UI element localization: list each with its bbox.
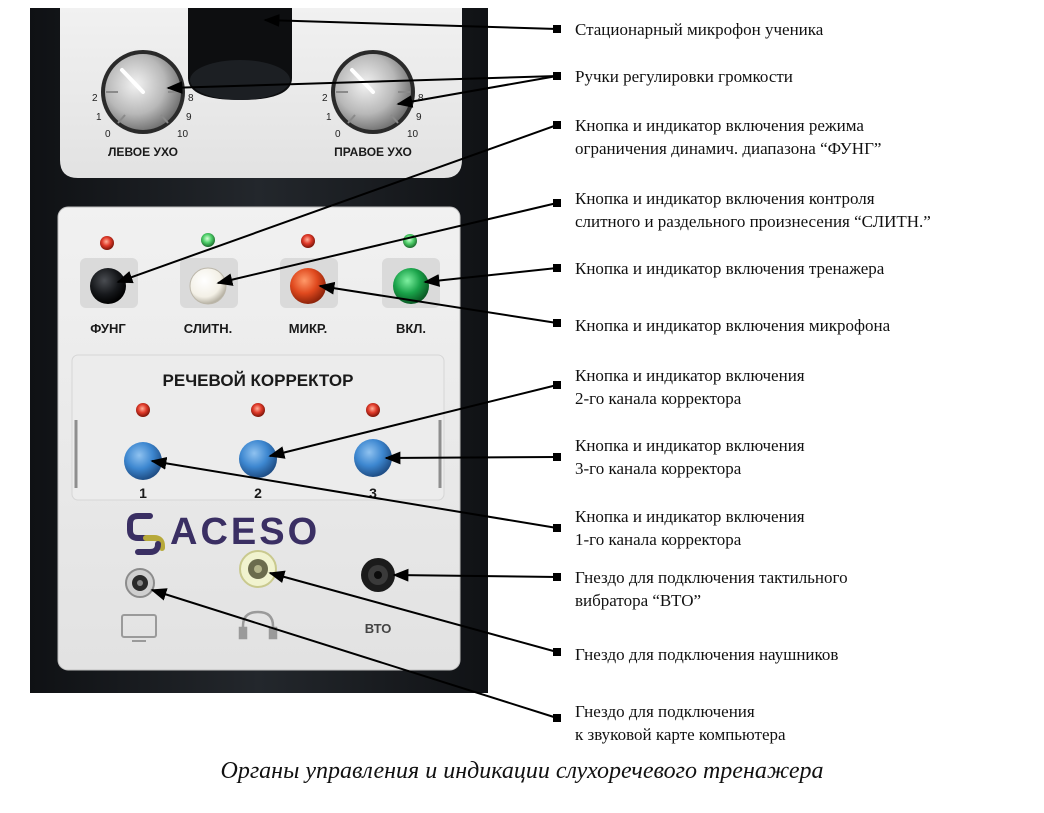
dial-tick: 8 [418,93,424,104]
slitn-button[interactable] [189,267,227,305]
leader-line-vkl [423,267,558,287]
vkl-button[interactable] [393,268,429,304]
annotation-channel-3: Кнопка и индикатор включения 3-го канала… [575,436,805,478]
left-volume-knob[interactable] [101,50,185,134]
leader-line-volume-right [396,75,558,108]
annotation-headphones-jack: Гнездо для подключения наушников [575,645,839,664]
channel-2-button[interactable] [239,440,277,478]
aceso-logo-text: ACESO [170,511,320,553]
aceso-logo-mark [127,513,165,555]
annotation-computer-jack: Гнездо для подключения к звуковой карте … [575,702,786,744]
leader-line-microphone [263,14,558,30]
annotation-vto-jack: Гнездо для подключения тактильного вибра… [575,568,848,610]
channel-3-label: 3 [369,485,377,501]
dial-tick: 0 [335,129,341,140]
vkl-label: ВКЛ. [396,321,426,336]
mikr-button[interactable] [290,268,326,304]
annotation-volume-knobs: Ручки регулировки громкости [575,67,793,86]
dial-tick: 0 [105,129,111,140]
dial-tick: 8 [188,93,194,104]
led-fung [100,236,114,250]
annotation-microphone: Стационарный микрофон ученика [575,20,824,39]
leader-line-mikr [318,281,558,324]
led-channel-3 [366,403,380,417]
led-channel-2 [251,403,265,417]
mikr-label: МИКР. [289,321,327,336]
leader-line-slitn [216,202,558,286]
fung-button[interactable] [90,268,126,304]
annotation-channel-2: Кнопка и индикатор включения 2-го канала… [575,366,805,408]
corrector-title: РЕЧЕВОЙ КОРРЕКТОР [163,371,354,390]
leader-line-fung [116,124,558,284]
vto-jack[interactable] [361,558,395,592]
leader-line-channel-1 [150,457,558,529]
right-ear-label: ПРАВОЕ УХО [334,145,412,159]
aceso-logo: ACESO [127,511,320,555]
channel-1-button[interactable] [124,442,162,480]
dial-tick: 2 [92,93,98,104]
leader-line-headphones [268,570,558,653]
fung-label: ФУНГ [90,321,126,336]
leader-line-vto [392,568,558,582]
leader-line-volume-left [166,75,558,94]
leader-line-channel-2 [268,384,558,459]
leader-line-channel-3 [384,451,558,465]
slitn-label: СЛИТН. [184,321,232,336]
computer-audio-jack[interactable] [125,568,155,598]
dial-tick: 1 [326,112,332,123]
led-channel-1 [136,403,150,417]
annotation-microphone-button: Кнопка и индикатор включения микрофона [575,316,891,335]
led-slitn [201,233,215,247]
leader-line-computer [150,588,558,719]
dial-tick: 10 [407,129,419,140]
headphones-jack[interactable] [239,550,277,588]
right-volume-knob[interactable] [331,50,415,134]
channel-2-label: 2 [254,485,262,501]
annotation-slitn: Кнопка и индикатор включения контроля сл… [575,189,931,231]
dial-tick: 10 [177,129,189,140]
annotation-trainer: Кнопка и индикатор включения тренажера [575,259,885,278]
monitor-icon [121,614,157,642]
dial-tick: 9 [186,112,192,123]
channel-1-label: 1 [139,485,147,501]
dial-tick: 2 [322,93,328,104]
led-mikr [301,234,315,248]
annotation-channel-1: Кнопка и индикатор включения 1-го канала… [575,507,805,549]
annotation-fung: Кнопка и индикатор включения режима огра… [575,116,882,158]
figure-caption: Органы управления и индикации слухоречев… [220,758,824,784]
dial-tick: 9 [416,112,422,123]
channel-3-button[interactable] [354,439,392,477]
dial-tick: 1 [96,112,102,123]
vto-label: ВТО [365,621,392,636]
left-ear-label: ЛЕВОЕ УХО [108,145,178,159]
